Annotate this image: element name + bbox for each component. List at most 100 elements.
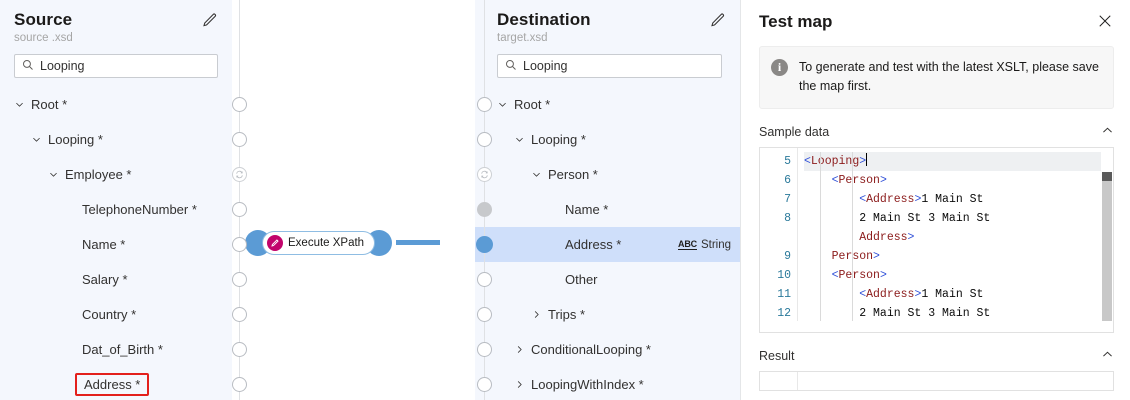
chevron-up-icon[interactable] — [1101, 348, 1114, 364]
tree-item[interactable]: Name * — [65, 237, 125, 252]
loop-connector-icon[interactable] — [232, 167, 247, 182]
connector-handle[interactable] — [477, 272, 492, 287]
tree-row-looping[interactable]: Looping * — [0, 122, 247, 157]
execute-xpath-node[interactable]: Execute XPath — [245, 230, 393, 256]
destination-search-input[interactable] — [523, 59, 714, 73]
code-line[interactable]: <Address>1 Main St — [859, 288, 984, 301]
chevron-down-icon[interactable] — [14, 99, 28, 110]
connector-handle[interactable] — [477, 307, 492, 322]
tree-row-trips[interactable]: Trips * — [475, 297, 740, 332]
chevron-down-icon[interactable] — [31, 134, 45, 145]
connector-handle[interactable] — [232, 307, 247, 322]
tree-item[interactable]: Salary * — [65, 272, 128, 287]
source-searchbox[interactable] — [14, 54, 218, 78]
node-body[interactable]: Execute XPath — [262, 231, 376, 255]
editor-scrollbar[interactable] — [1101, 148, 1113, 332]
tree-item[interactable]: Name * — [548, 202, 608, 217]
connector-handle[interactable] — [477, 377, 492, 392]
tree-row-root[interactable]: Root * — [0, 87, 247, 122]
connector-handle[interactable] — [476, 236, 493, 253]
connector-handle[interactable] — [232, 377, 247, 392]
tree-row-name[interactable]: Name * — [0, 227, 247, 262]
tree-item[interactable]: Address * — [548, 237, 621, 252]
connector-handle[interactable] — [477, 342, 492, 357]
connector-handle[interactable] — [232, 342, 247, 357]
chevron-down-icon[interactable] — [531, 169, 545, 180]
tree-item-label: Address * — [565, 237, 622, 252]
tree-row-employee[interactable]: Employee * — [0, 157, 247, 192]
tree-row-name[interactable]: Name * — [475, 192, 740, 227]
connector-handle[interactable] — [477, 97, 492, 112]
code-line[interactable]: <Address>1 Main St — [859, 193, 984, 206]
connector-handle[interactable] — [232, 97, 247, 112]
tree-item[interactable]: LoopingWithIndex * — [514, 377, 644, 392]
result-line-numbers — [760, 372, 798, 390]
code-line[interactable]: Address> — [859, 231, 915, 244]
tree-item[interactable]: Other — [548, 272, 598, 287]
tree-item[interactable]: ConditionalLooping * — [514, 342, 651, 357]
chevron-down-icon[interactable] — [514, 134, 528, 145]
editor-content[interactable]: <Looping> <Person> <Address>1 Main St 2 … — [798, 148, 1113, 332]
connector-handle[interactable] — [477, 132, 492, 147]
tree-item[interactable]: TelephoneNumber * — [65, 202, 197, 217]
tree-row-loopingwithindex[interactable]: LoopingWithIndex * — [475, 367, 740, 400]
destination-searchbox[interactable] — [497, 54, 722, 78]
editor-scrollbar-thumb[interactable] — [1102, 181, 1112, 321]
code-line[interactable]: 2 Main St 3 Main St — [804, 307, 991, 320]
code-line[interactable]: 2 Main St 3 Main St — [804, 212, 991, 225]
map-canvas[interactable]: Execute XPath — [232, 0, 475, 400]
tree-item[interactable]: Employee * — [48, 167, 131, 182]
chevron-right-icon[interactable] — [531, 309, 545, 320]
tree-item[interactable]: Looping * — [31, 132, 103, 147]
connector-handle[interactable] — [232, 132, 247, 147]
line-number: 7 — [784, 193, 791, 206]
tree-item[interactable]: Root * — [14, 97, 67, 112]
chevron-right-icon[interactable] — [514, 379, 528, 390]
tree-row-telephonenumber[interactable]: TelephoneNumber * — [0, 192, 247, 227]
connector-handle[interactable] — [232, 272, 247, 287]
editor-hscrollbar[interactable] — [760, 321, 1113, 332]
connector-handle[interactable] — [477, 202, 492, 217]
close-icon[interactable] — [1096, 12, 1114, 30]
line-number: 12 — [777, 307, 791, 320]
code-line[interactable]: <Looping> — [804, 152, 1113, 171]
source-search-input[interactable] — [40, 59, 210, 73]
tree-item[interactable]: Person * — [531, 167, 598, 182]
loop-connector-icon[interactable] — [477, 167, 492, 182]
tree-item[interactable]: Looping * — [514, 132, 586, 147]
tree-row-address[interactable]: Address * — [0, 367, 247, 400]
sample-data-section-header[interactable]: Sample data — [759, 124, 1114, 140]
sample-data-editor[interactable]: 5678910111213 <Looping> <Person> <Addres… — [759, 147, 1114, 333]
tree-row-dat_of_birth[interactable]: Dat_of_Birth * — [0, 332, 247, 367]
destination-search-wrap — [475, 44, 740, 78]
pencil-icon[interactable] — [199, 10, 220, 31]
chevron-right-icon[interactable] — [514, 344, 528, 355]
tree-item[interactable]: Root * — [497, 97, 550, 112]
tree-row-salary[interactable]: Salary * — [0, 262, 247, 297]
tree-row-person[interactable]: Person * — [475, 157, 740, 192]
connector-handle[interactable] — [232, 237, 247, 252]
tree-item[interactable]: Address * — [65, 373, 150, 396]
chevron-down-icon[interactable] — [497, 99, 511, 110]
tree-row-country[interactable]: Country * — [0, 297, 247, 332]
connector-handle[interactable] — [232, 202, 247, 217]
result-editor[interactable] — [759, 371, 1114, 391]
code-line[interactable]: <Person> — [831, 269, 887, 282]
tree-item[interactable]: Dat_of_Birth * — [65, 342, 163, 357]
chevron-up-icon[interactable] — [1101, 124, 1114, 140]
chevron-down-icon[interactable] — [48, 169, 62, 180]
search-icon — [505, 59, 517, 74]
tree-item[interactable]: Trips * — [531, 307, 585, 322]
tree-item[interactable]: Country * — [65, 307, 136, 322]
result-section-header[interactable]: Result — [759, 348, 1114, 364]
tree-row-conditionallooping[interactable]: ConditionalLooping * — [475, 332, 740, 367]
code-line[interactable]: Person> — [832, 250, 880, 263]
pencil-icon[interactable] — [707, 10, 728, 31]
tree-row-other[interactable]: Other — [475, 262, 740, 297]
source-tree: Root * Looping * Employee * TelephoneNumber… — [0, 78, 247, 400]
code-line[interactable]: <Person> — [831, 174, 887, 187]
tree-row-looping[interactable]: Looping * — [475, 122, 740, 157]
tree-row-root[interactable]: Root * — [475, 87, 740, 122]
